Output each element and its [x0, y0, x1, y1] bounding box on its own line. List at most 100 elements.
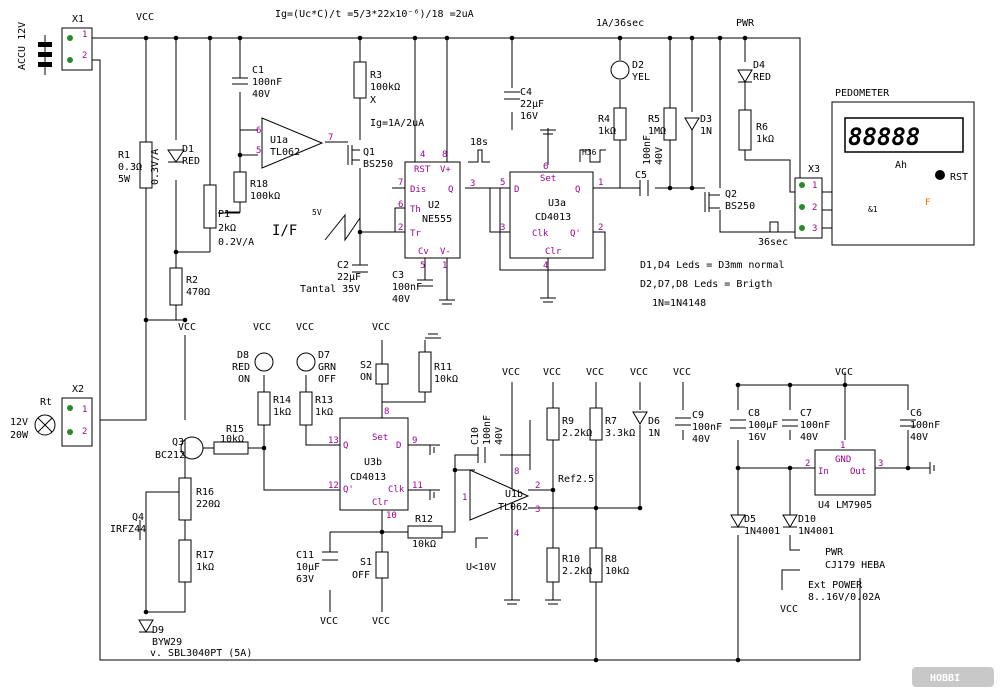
- svg-text:R13: R13: [315, 395, 333, 406]
- svg-text:Cv: Cv: [418, 247, 429, 257]
- svg-text:3: 3: [470, 179, 475, 189]
- svg-text:R4: R4: [598, 114, 610, 125]
- svg-text:1: 1: [598, 178, 603, 188]
- svg-text:18s: 18s: [470, 137, 488, 148]
- resistor-r3: [353, 61, 367, 99]
- svg-text:LM7905: LM7905: [836, 500, 872, 511]
- svg-text:1N: 1N: [700, 126, 712, 137]
- svg-text:40V: 40V: [494, 427, 505, 445]
- svg-text:OFF: OFF: [352, 570, 370, 581]
- svg-text:6: 6: [256, 126, 261, 136]
- svg-text:D1: D1: [182, 144, 194, 155]
- svg-text:1kΩ: 1kΩ: [273, 407, 291, 418]
- svg-text:100kΩ: 100kΩ: [250, 191, 280, 202]
- svg-text:D2,D7,D8 Leds = Brigth: D2,D7,D8 Leds = Brigth: [640, 279, 772, 290]
- svg-text:100nF: 100nF: [800, 420, 830, 431]
- svg-text:1N4001: 1N4001: [798, 526, 834, 537]
- pulse-36s-icon: [728, 221, 790, 233]
- svg-text:PWR: PWR: [736, 18, 755, 29]
- svg-text:S1: S1: [360, 557, 372, 568]
- svg-text:8: 8: [514, 467, 519, 477]
- resistor-r4: [613, 107, 627, 141]
- svg-text:1kΩ: 1kΩ: [756, 134, 774, 145]
- svg-text:TL062: TL062: [270, 147, 300, 158]
- resistor-r9: [546, 407, 560, 441]
- formula: Ig=(Uc*C)/t =5/3*22x10⁻⁶)/18 =2uA: [275, 9, 474, 20]
- ic-u3b: [339, 417, 409, 511]
- capacitors: [232, 77, 916, 561]
- svg-text:100μF: 100μF: [748, 420, 778, 431]
- rt-label: Rt: [40, 397, 52, 408]
- svg-text:VCC: VCC: [136, 12, 154, 23]
- svg-text:100nF: 100nF: [642, 135, 653, 165]
- svg-text:R18: R18: [250, 179, 268, 190]
- svg-text:Tr: Tr: [410, 229, 421, 239]
- svg-text:Set: Set: [540, 174, 556, 184]
- svg-text:5: 5: [500, 178, 505, 188]
- svg-text:100kΩ: 100kΩ: [370, 82, 400, 93]
- svg-text:ON: ON: [238, 374, 250, 385]
- svg-text:0.3Ω: 0.3Ω: [118, 162, 142, 173]
- svg-text:2: 2: [598, 223, 603, 233]
- svg-text:10kΩ: 10kΩ: [434, 374, 458, 385]
- svg-text:C7: C7: [800, 408, 812, 419]
- svg-text:D: D: [396, 441, 401, 451]
- svg-text:BC212: BC212: [155, 450, 185, 461]
- svg-text:VCC: VCC: [253, 322, 271, 333]
- svg-text:R6: R6: [756, 122, 768, 133]
- svg-text:RED: RED: [232, 362, 250, 373]
- svg-text:6: 6: [543, 162, 548, 172]
- svg-text:Q1: Q1: [363, 147, 375, 158]
- svg-text:2: 2: [82, 51, 87, 61]
- opamp-u1b: [469, 469, 530, 521]
- svg-text:10μF: 10μF: [296, 562, 320, 573]
- svg-text:BS250: BS250: [363, 159, 393, 170]
- svg-text:3: 3: [500, 223, 505, 233]
- svg-text:D9: D9: [152, 625, 164, 636]
- resistor-r7: [589, 407, 603, 441]
- svg-text:1: 1: [462, 493, 467, 503]
- svg-text:VCC: VCC: [835, 367, 853, 378]
- svg-text:GRN: GRN: [318, 362, 336, 373]
- svg-text:Q: Q: [575, 185, 580, 195]
- connector-x3: [794, 177, 823, 239]
- svg-text:Dis: Dis: [410, 185, 426, 195]
- svg-text:Clk: Clk: [532, 229, 549, 239]
- svg-text:R5: R5: [648, 114, 660, 125]
- svg-text:Q: Q: [343, 441, 348, 451]
- svg-text:U3a: U3a: [548, 198, 566, 209]
- components: [34, 27, 975, 633]
- svg-text:2.2kΩ: 2.2kΩ: [562, 566, 592, 577]
- svg-text:2: 2: [82, 427, 87, 437]
- labels: Ig=(Uc*C)/t =5/3*22x10⁻⁶)/18 =2uA X1 1 2…: [10, 9, 994, 687]
- svg-text:R2: R2: [186, 275, 198, 286]
- svg-text:40V: 40V: [692, 434, 710, 445]
- reset-button-icon[interactable]: [935, 170, 945, 180]
- svg-text:Clk: Clk: [388, 485, 405, 495]
- svg-text:1kΩ: 1kΩ: [315, 407, 333, 418]
- svg-text:R7: R7: [605, 416, 617, 427]
- resistor-r13: [299, 391, 313, 426]
- svg-text:1A/36sec: 1A/36sec: [596, 18, 644, 29]
- svg-text:7: 7: [328, 133, 333, 143]
- svg-text:In: In: [818, 467, 829, 477]
- svg-text:C10: C10: [470, 427, 481, 445]
- svg-text:3.3kΩ: 3.3kΩ: [605, 428, 635, 439]
- resistor-r11: [418, 351, 432, 393]
- svg-text:Q': Q': [570, 229, 581, 239]
- svg-text:VCC: VCC: [372, 616, 390, 627]
- svg-text:CD4013: CD4013: [350, 472, 386, 483]
- svg-text:D7: D7: [318, 350, 330, 361]
- svg-text:VCC: VCC: [586, 367, 604, 378]
- svg-text:U1b: U1b: [505, 489, 523, 500]
- svg-text:40V: 40V: [800, 432, 818, 443]
- transistors: [139, 145, 720, 540]
- svg-text:R11: R11: [434, 362, 452, 373]
- svg-text:D: D: [514, 185, 519, 195]
- svg-text:C2: C2: [337, 260, 349, 271]
- svg-text:12: 12: [328, 481, 339, 491]
- svg-text:Ah: Ah: [895, 160, 907, 171]
- svg-text:D2: D2: [632, 60, 644, 71]
